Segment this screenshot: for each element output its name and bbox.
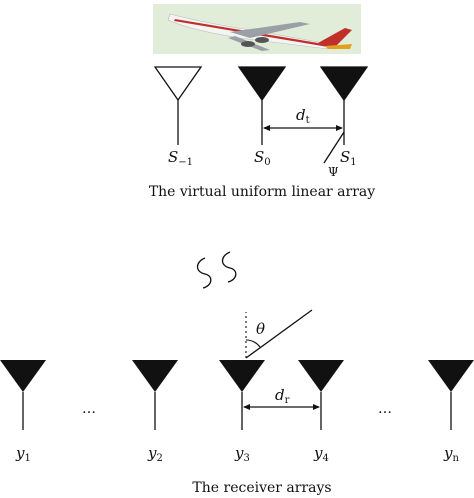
- label-s1: S1: [340, 148, 357, 168]
- channel-squiggle-icon: [196, 251, 237, 289]
- virtual-antenna-s0: [237, 66, 287, 145]
- receiver-antenna-y1: [0, 360, 46, 430]
- psi-direction-line: [323, 131, 345, 164]
- label-y1: y1: [15, 444, 31, 464]
- dr-label: dr: [275, 386, 290, 406]
- label-y4: y4: [313, 444, 329, 464]
- theta-angle-marker: [245, 309, 313, 359]
- receiver-antenna-y2: [132, 360, 178, 430]
- label-y2: y2: [147, 444, 163, 464]
- ellipsis-right: …: [378, 401, 392, 417]
- virtual-array-caption: The virtual uniform linear array: [149, 184, 375, 200]
- dt-spacing-arrow: [263, 125, 343, 131]
- airplane-image: [153, 4, 361, 54]
- receiver-array-caption: The receiver arrays: [192, 480, 331, 496]
- receiver-antenna-y3: [219, 360, 265, 430]
- psi-label: Ψ: [328, 165, 339, 179]
- dr-spacing-arrow: [243, 404, 320, 410]
- label-s-minus-1: S−1: [168, 148, 193, 168]
- theta-label: θ: [256, 320, 265, 338]
- virtual-antenna-s1: [319, 66, 369, 145]
- ellipsis-left: …: [82, 401, 96, 417]
- dt-label: dt: [296, 106, 310, 126]
- label-s0: S0: [254, 148, 271, 168]
- label-y3: y3: [234, 444, 250, 464]
- receiver-antenna-yn: [428, 360, 474, 430]
- receiver-antenna-y4: [298, 360, 344, 430]
- virtual-antenna-s-minus-1: [153, 66, 203, 145]
- label-yn: yn: [443, 444, 459, 464]
